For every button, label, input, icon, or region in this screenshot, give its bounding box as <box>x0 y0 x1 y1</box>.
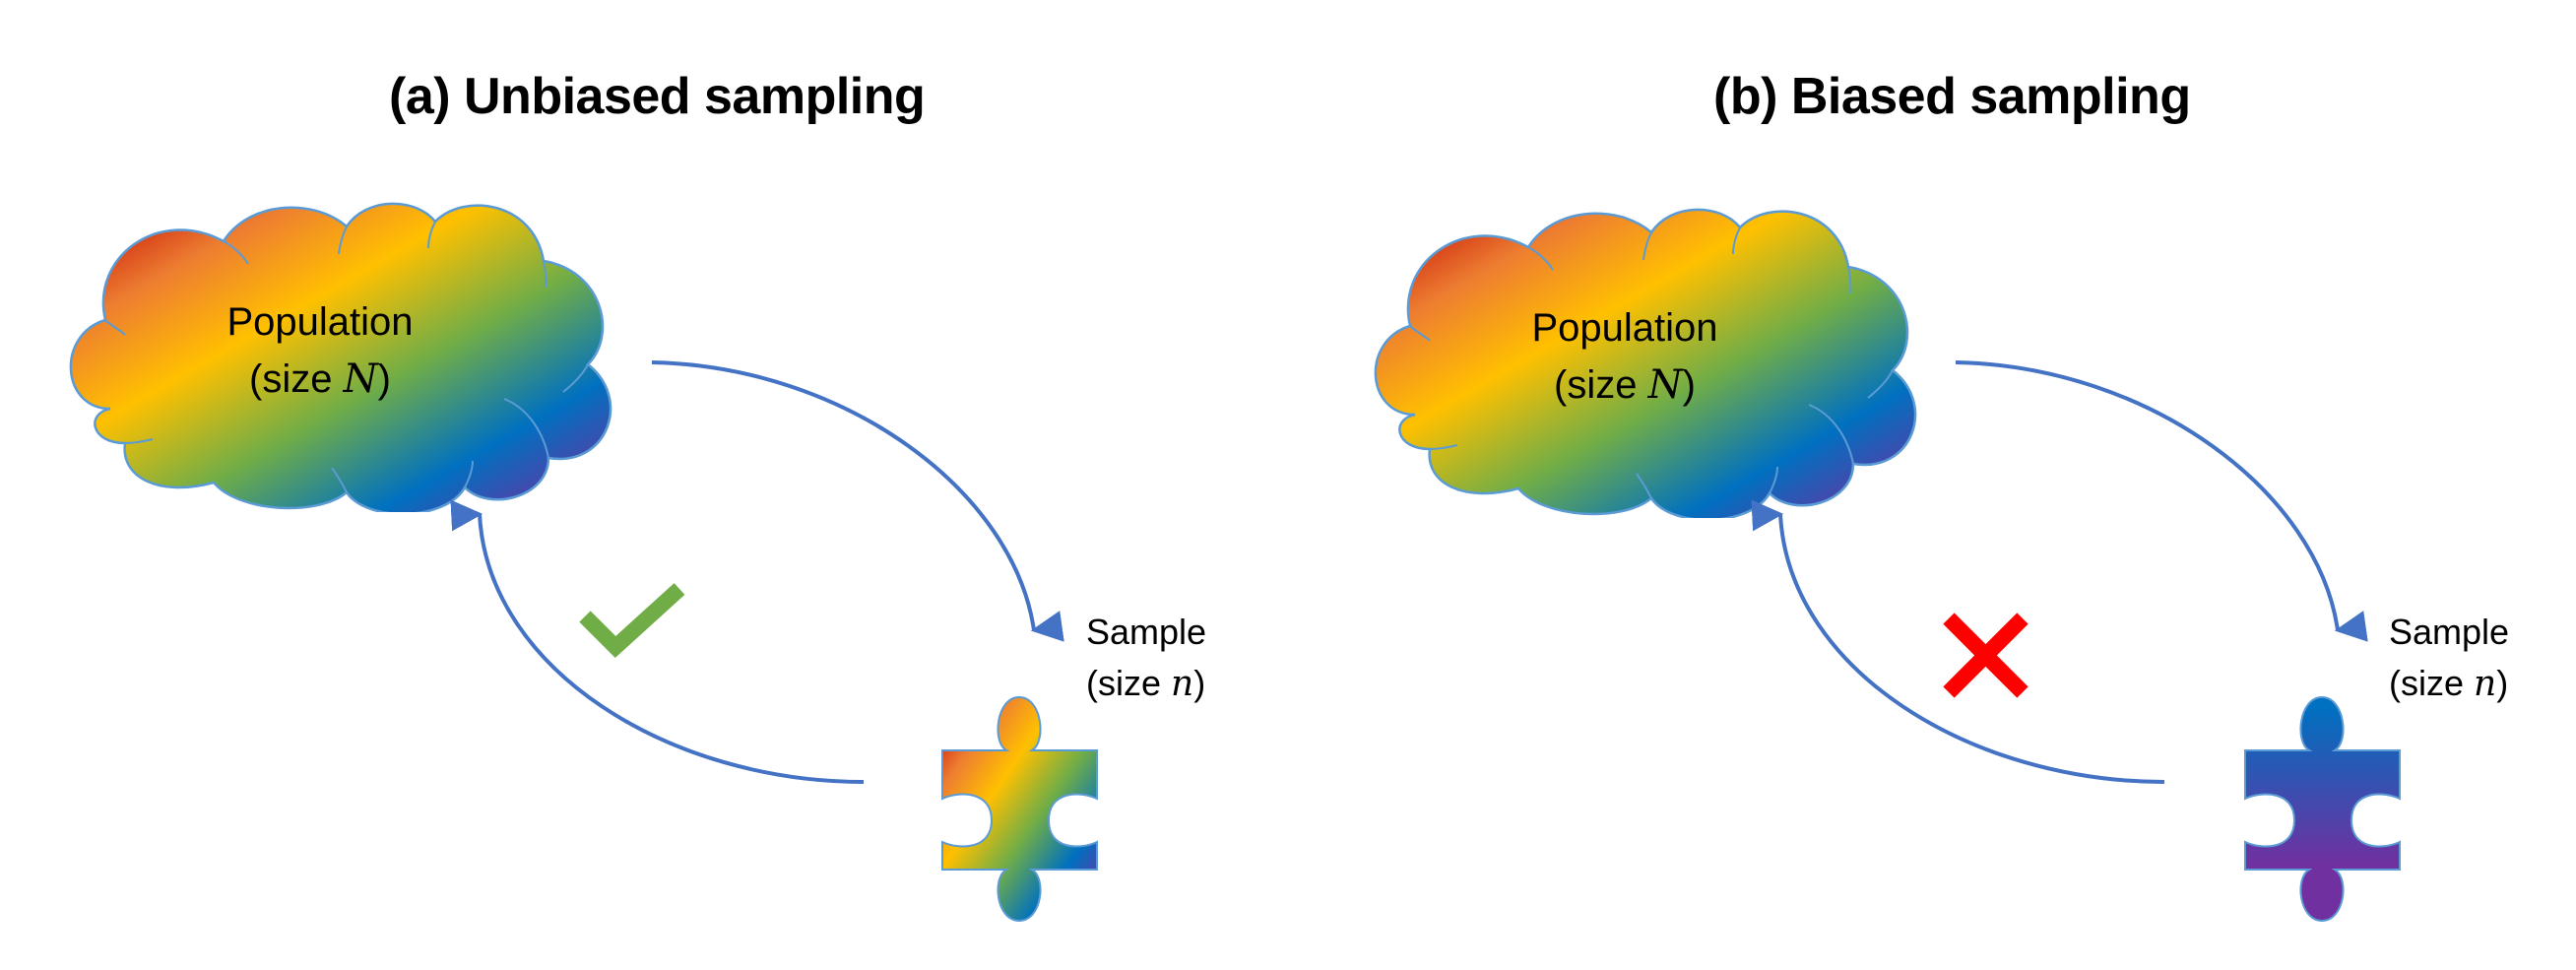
panel-unbiased-sampling: (a) Unbiased sampling Population (size N… <box>0 0 1207 923</box>
population-label: Population (size N) <box>226 300 414 402</box>
diagram-canvas <box>1288 0 2401 923</box>
panel-biased-sampling: (b) Biased sampling Population (size N) … <box>1288 0 2576 970</box>
sample-size-variable: n <box>2474 664 2497 704</box>
population-size-variable: N <box>343 356 378 402</box>
diagram-canvas <box>0 0 1098 923</box>
population-label: Population (size N) <box>1531 306 1718 408</box>
sample-label: Sample (size n) <box>1086 612 1207 704</box>
panel-title: (b) Biased sampling <box>1713 68 2191 125</box>
inference-arrow <box>450 499 865 784</box>
panel-title: (a) Unbiased sampling <box>389 68 926 125</box>
population-size-variable: N <box>1647 362 1683 408</box>
sampling-arrow <box>651 360 1064 642</box>
sample-puzzle-piece <box>2244 695 2401 923</box>
sampling-arrow <box>1955 360 2368 642</box>
checkmark-icon <box>579 583 685 659</box>
sample-puzzle-piece <box>941 695 1098 923</box>
sample-label: Sample (size n) <box>2389 612 2510 704</box>
cross-icon <box>1943 613 2029 698</box>
inference-arrow <box>1751 499 2165 784</box>
sample-size-variable: n <box>1171 664 1194 704</box>
